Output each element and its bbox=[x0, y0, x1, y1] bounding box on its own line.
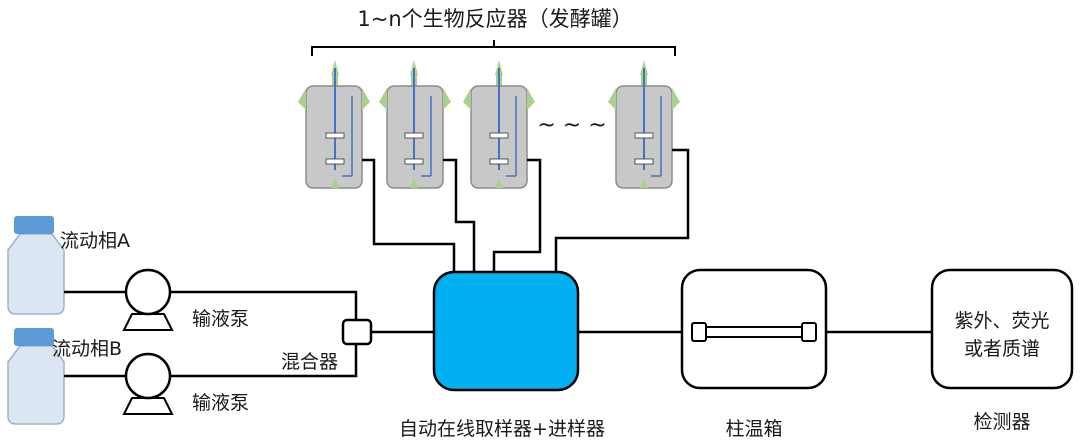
bioreactor-n bbox=[608, 60, 680, 189]
tube-reactor-2 bbox=[443, 158, 476, 272]
pump-b-label: 输液泵 bbox=[192, 392, 249, 414]
mobile-phase-b-label: 流动相B bbox=[52, 338, 122, 360]
line-phase-b bbox=[64, 344, 358, 378]
mixer-label: 混合器 bbox=[281, 351, 338, 373]
pump-a bbox=[122, 268, 174, 331]
line-phase-a bbox=[64, 290, 358, 320]
bioreactor-2 bbox=[379, 60, 451, 189]
pump-a-label: 输液泵 bbox=[192, 308, 249, 330]
tube-reactor-1 bbox=[362, 158, 456, 272]
tube-reactor-n bbox=[554, 148, 690, 272]
bottle-a bbox=[7, 216, 65, 315]
bioreactor-1 bbox=[298, 60, 370, 189]
bottle-b bbox=[7, 328, 65, 425]
autosampler-label: 自动在线取样器+进样器 bbox=[399, 418, 605, 440]
hplc-column bbox=[691, 322, 817, 342]
pump-b bbox=[122, 352, 174, 415]
detector-type-line1: 紫外、荧光 bbox=[954, 310, 1049, 332]
detector-type-line2: 或者质谱 bbox=[964, 338, 1040, 360]
detector bbox=[930, 268, 1074, 390]
reactor-ellipsis: ~ ~ ~ bbox=[537, 113, 606, 138]
mobile-phase-a-label: 流动相A bbox=[60, 230, 130, 252]
tube-reactor-3 bbox=[492, 158, 542, 272]
bioreactor-3 bbox=[463, 60, 535, 189]
bioreactor-group-label: 1~n个生物反应器（发酵罐） bbox=[357, 7, 632, 31]
column-oven-label: 柱温箱 bbox=[725, 418, 782, 440]
group-brace bbox=[311, 40, 676, 56]
mixer bbox=[341, 318, 373, 346]
autosampler bbox=[432, 270, 580, 392]
detector-label: 检测器 bbox=[973, 411, 1030, 433]
